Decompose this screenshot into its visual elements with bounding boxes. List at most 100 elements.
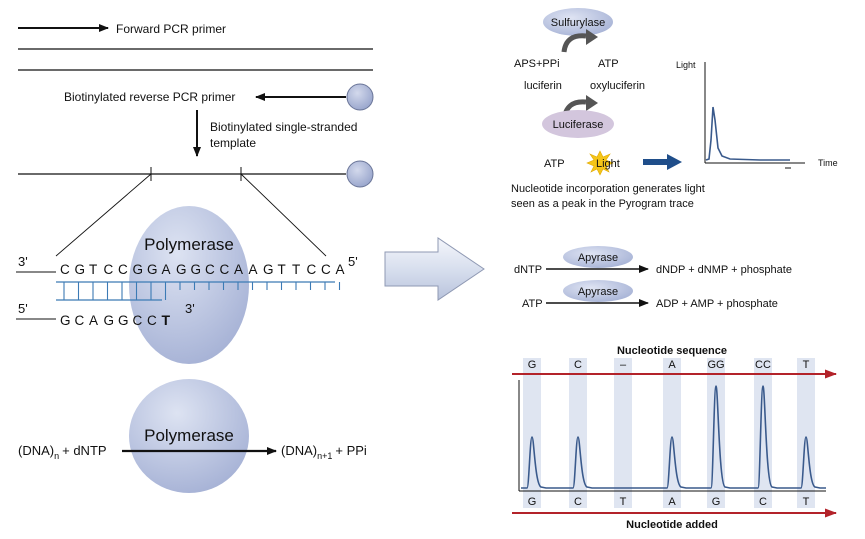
navy-arrow-icon xyxy=(643,154,682,170)
sequence-label: – xyxy=(620,359,627,371)
apyrase-product-1: dNDP + dNMP + phosphate xyxy=(656,264,792,276)
polymerase-reaction-label: Polymerase xyxy=(144,426,234,445)
lane xyxy=(663,358,681,508)
sulfurylase-turn-head xyxy=(586,29,598,45)
atp-bottom-label: ATP xyxy=(544,158,565,170)
mini-y-label: Light xyxy=(676,60,696,70)
bottom-base: C xyxy=(75,313,85,328)
top-base: C xyxy=(307,262,317,277)
lane xyxy=(523,358,541,508)
added-label: T xyxy=(803,496,810,508)
lhs-rest: + dNTP xyxy=(62,443,106,458)
flow-arrow xyxy=(384,237,485,301)
incorporated-base: T xyxy=(162,312,171,328)
biotin-bead-bottom xyxy=(346,160,374,188)
bottom-base: A xyxy=(89,313,98,328)
mini-light-peak xyxy=(705,106,790,161)
lane xyxy=(614,358,632,508)
added-label: A xyxy=(668,496,676,508)
polymerase-ellipse xyxy=(129,206,249,364)
template-label-line1: Biotinylated single-stranded xyxy=(210,120,357,134)
atp-top-label: ATP xyxy=(598,58,619,70)
sulfurylase-turn-arrow xyxy=(561,33,587,53)
top-3prime-label: 3' xyxy=(18,254,28,269)
top-base: G xyxy=(191,262,202,277)
caption-line2: seen as a peak in the Pyrogram trace xyxy=(511,198,694,210)
rhs-dna: (DNA) xyxy=(281,443,317,458)
reaction-section: Polymerase (DNA)n+ dNTP (DNA)n+1+ PPi xyxy=(18,379,367,493)
sequence-labels: G C – A GG CC T xyxy=(528,359,810,371)
top-base: G xyxy=(176,262,187,277)
top-base: C xyxy=(104,262,114,277)
top-base: C xyxy=(220,262,230,277)
sequence-title: Nucleotide sequence xyxy=(617,345,727,357)
oxyluciferin-label: oxyluciferin xyxy=(590,80,645,92)
lane xyxy=(754,358,772,508)
bottom-5prime-label: 5' xyxy=(18,301,28,316)
sequence-label: CC xyxy=(755,359,771,371)
top-base: T xyxy=(278,262,286,277)
luciferase-enzyme xyxy=(542,110,614,138)
pcr-section: Forward PCR primer Biotinylated reverse … xyxy=(18,22,374,257)
forward-primer-label: Forward PCR primer xyxy=(116,22,226,36)
bottom-base: G xyxy=(60,313,71,328)
luciferin-label: luciferin xyxy=(524,80,562,92)
reaction-rhs: (DNA)n+1+ PPi xyxy=(281,443,367,461)
biotin-bead-top xyxy=(346,83,374,111)
apyrase-enzyme-1 xyxy=(563,246,633,268)
lhs-sub: n xyxy=(54,451,59,461)
light-label: Light xyxy=(596,158,620,170)
top-base: A xyxy=(234,262,243,277)
dntp-label: dNTP xyxy=(514,264,542,276)
top-5prime-label: 5' xyxy=(348,254,358,269)
added-label: T xyxy=(620,496,627,508)
lhs-dna: (DNA) xyxy=(18,443,54,458)
top-base: C xyxy=(118,262,128,277)
apyrase-enzyme-2 xyxy=(563,280,633,302)
top-base: G xyxy=(75,262,86,277)
top-base: T xyxy=(292,262,300,277)
sequence-label: G xyxy=(528,359,537,371)
top-base: G xyxy=(147,262,158,277)
polymerase-label: Polymerase xyxy=(144,235,234,254)
top-base: G xyxy=(133,262,144,277)
base-pair-rungs xyxy=(56,281,341,301)
top-base: T xyxy=(89,262,97,277)
sequence-label: GG xyxy=(707,359,724,371)
sequence-label: A xyxy=(668,359,676,371)
apyrase-section: Apyrase dNTP dNDP + dNMP + phosphate Apy… xyxy=(514,246,792,310)
caption-line1: Nucleotide incorporation generates light xyxy=(511,183,705,195)
bottom-base: G xyxy=(104,313,115,328)
top-base: A xyxy=(162,262,171,277)
light-cascade: Sulfurylase APS+PPi ATP luciferin oxyluc… xyxy=(511,8,838,210)
sulfurylase-label: Sulfurylase xyxy=(551,17,605,29)
added-title: Nucleotide added xyxy=(626,519,718,531)
apyrase-label-1: Apyrase xyxy=(578,252,618,264)
lane xyxy=(569,358,587,508)
apyrase-label-2: Apyrase xyxy=(578,286,618,298)
lane xyxy=(707,358,725,508)
reaction-lhs: (DNA)n+ dNTP xyxy=(18,443,107,461)
top-base: C xyxy=(60,262,70,277)
added-label: G xyxy=(528,496,537,508)
sequence-label: T xyxy=(803,359,810,371)
aps-ppi-label: APS+PPi xyxy=(514,58,560,70)
top-base: G xyxy=(263,262,274,277)
top-base: A xyxy=(249,262,258,277)
bottom-base: C xyxy=(133,313,143,328)
bottom-base: G xyxy=(118,313,129,328)
luciferase-label: Luciferase xyxy=(553,119,604,131)
sequence-label: C xyxy=(574,359,582,371)
top-base: C xyxy=(205,262,215,277)
mini-x-label: Time xyxy=(818,158,838,168)
luciferase-turn-head xyxy=(586,95,598,111)
apyrase-product-2: ADP + AMP + phosphate xyxy=(656,298,778,310)
zoom-line-left xyxy=(55,173,152,257)
zoom-line-right xyxy=(240,173,327,257)
bottom-3prime-label: 3' xyxy=(185,301,195,316)
